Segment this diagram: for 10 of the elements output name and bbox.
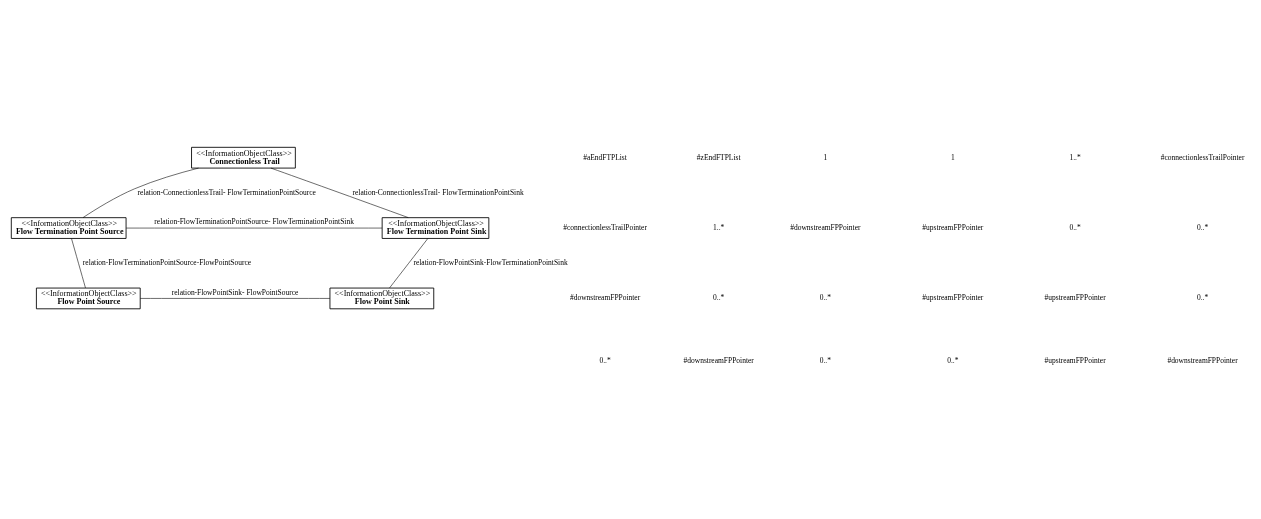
node-box: <<InformationObjectClass>> Flow Termination Point Sink <box>381 217 489 239</box>
connector <box>70 238 86 289</box>
connector <box>270 167 409 218</box>
node-box: <<InformationObjectClass>> Flow Termination Point Source <box>10 217 126 239</box>
node-box: <<InformationObjectClass>> Flow Point Sink <box>329 287 434 310</box>
node-box: <<InformationObjectClass>> Connectionless Trail <box>190 146 296 169</box>
connector <box>82 167 199 218</box>
connector <box>388 238 428 289</box>
connector <box>139 298 330 299</box>
node-box: <<InformationObjectClass>> Flow Point Source <box>35 287 141 310</box>
